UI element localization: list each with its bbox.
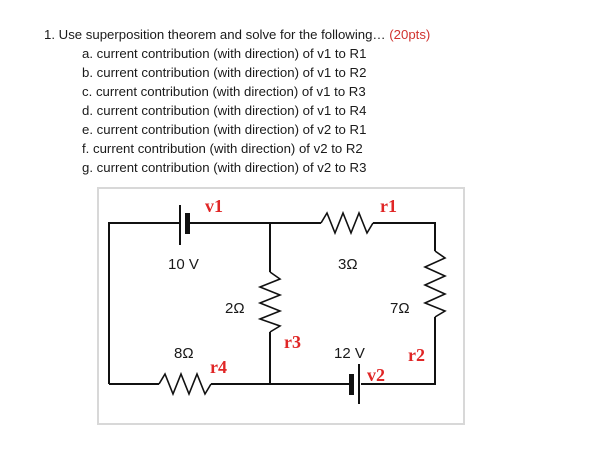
r4-tag: r4 (210, 357, 227, 377)
item-text: current contribution (with direction) of… (96, 122, 367, 137)
r1-resistor (320, 210, 374, 236)
circuit-figure: v1 10 V r1 3Ω 2Ω r3 7Ω r2 12 V v2 8Ω r4 (97, 187, 465, 425)
r2-value: 7Ω (390, 300, 410, 317)
question-block: 1. Use superposition theorem and solve f… (44, 25, 430, 177)
item-text: current contribution (with direction) of… (96, 46, 367, 61)
r3-value: 2Ω (225, 300, 245, 317)
question-text: Use superposition theorem and solve for … (58, 27, 386, 42)
item-letter: b. (82, 65, 93, 80)
question-points: (20pts) (389, 27, 431, 42)
v1-battery-short-plate (185, 213, 190, 234)
list-item: d. current contribution (with direction)… (82, 101, 430, 120)
r2-tag: r2 (408, 345, 425, 365)
r3-resistor (257, 271, 283, 333)
item-text: current contribution (with direction) of… (95, 84, 366, 99)
item-letter: g. (82, 160, 93, 175)
list-item: g. current contribution (with direction)… (82, 158, 430, 177)
list-item: f. current contribution (with direction)… (82, 139, 430, 158)
wire-right (361, 317, 436, 385)
wire-top-right (373, 222, 436, 251)
item-text: current contribution (with direction) of… (93, 141, 363, 156)
question-header: 1. Use superposition theorem and solve f… (44, 25, 430, 44)
r3-tag: r3 (284, 332, 301, 352)
v2-battery-short-plate (349, 374, 354, 395)
list-item: b. current contribution (with direction)… (82, 63, 430, 82)
question-number: 1. (44, 27, 55, 42)
r1-tag: r1 (380, 196, 397, 216)
list-item: e. current contribution (with direction)… (82, 120, 430, 139)
item-letter: c. (82, 84, 93, 99)
question-items: a. current contribution (with direction)… (44, 44, 430, 177)
item-text: current contribution (with direction) of… (96, 103, 367, 118)
wire-top-left (108, 222, 179, 384)
v2-value: 12 V (334, 345, 365, 362)
item-letter: e. (82, 122, 93, 137)
v2-tag: v2 (367, 365, 385, 385)
list-item: a. current contribution (with direction)… (82, 44, 430, 63)
item-text: current contribution (with direction) of… (96, 65, 367, 80)
item-letter: d. (82, 103, 93, 118)
circuit-diagram: v1 10 V r1 3Ω 2Ω r3 7Ω r2 12 V v2 8Ω r4 (108, 196, 447, 404)
r4-resistor (158, 371, 212, 397)
list-item: c. current contribution (with direction)… (82, 82, 430, 101)
v1-value: 10 V (168, 256, 199, 273)
v1-tag: v1 (205, 196, 223, 216)
r1-value: 3Ω (338, 256, 358, 273)
r4-value: 8Ω (174, 345, 194, 362)
r2-resistor (422, 250, 447, 318)
item-letter: f. (82, 141, 90, 156)
item-letter: a. (82, 46, 93, 61)
item-text: current contribution (with direction) of… (96, 160, 367, 175)
